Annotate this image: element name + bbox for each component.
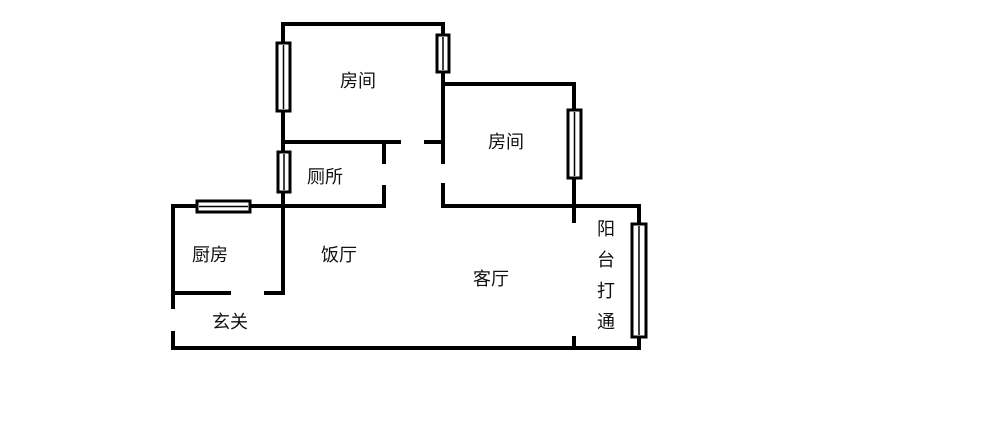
room-label-balcony: 阳台打通 <box>597 219 615 333</box>
wall-kitchen <box>171 204 386 309</box>
room-label-living: 客厅 <box>473 269 509 290</box>
room-label-bedroom-1: 房间 <box>340 71 376 92</box>
wall-bedroom1 <box>281 22 445 295</box>
room-label-entrance: 玄关 <box>212 312 248 333</box>
room-label-kitchen: 厨房 <box>192 245 228 266</box>
room-label-bedroom-2: 房间 <box>488 132 524 153</box>
room-label-toilet: 厕所 <box>307 167 343 188</box>
room-label-dining: 饭厅 <box>321 245 357 266</box>
